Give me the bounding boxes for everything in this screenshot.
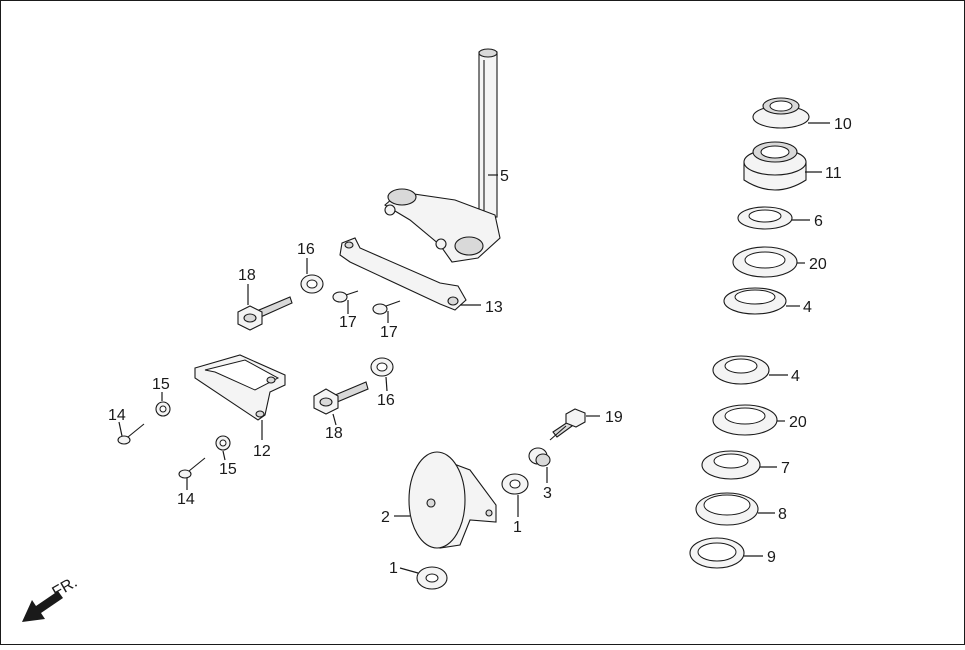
label-part-16-lower: 16 bbox=[377, 392, 395, 409]
label-part-17-a: 17 bbox=[339, 314, 357, 331]
label-part-20-lower: 20 bbox=[789, 414, 807, 431]
horn bbox=[408, 451, 497, 549]
label-part-20-upper: 20 bbox=[809, 256, 827, 273]
steering-stem bbox=[384, 48, 501, 263]
label-part-18-lower: 18 bbox=[325, 425, 343, 442]
race-4-lower bbox=[712, 355, 770, 385]
bolt-18-upper bbox=[237, 296, 293, 331]
washer-16-lower bbox=[370, 357, 394, 377]
adjusting-nut-10 bbox=[752, 97, 810, 129]
label-part-11: 11 bbox=[825, 165, 842, 182]
washer-1-upper bbox=[501, 473, 529, 495]
bearing-20-upper bbox=[732, 246, 798, 278]
label-part-14-a: 14 bbox=[108, 407, 126, 424]
label-part-4-lower: 4 bbox=[791, 368, 800, 385]
label-part-12: 12 bbox=[253, 443, 271, 460]
bracket-13 bbox=[339, 237, 467, 311]
label-part-4-upper: 4 bbox=[803, 299, 812, 316]
label-part-7: 7 bbox=[781, 460, 790, 477]
label-part-17-b: 17 bbox=[380, 324, 398, 341]
leader-lines bbox=[118, 122, 830, 574]
label-part-3: 3 bbox=[543, 485, 552, 502]
washer-1-lower bbox=[416, 566, 448, 590]
lock-nut-11 bbox=[743, 141, 807, 191]
label-part-8: 8 bbox=[778, 506, 787, 523]
washer-9 bbox=[689, 537, 745, 569]
label-part-18-upper: 18 bbox=[238, 267, 256, 284]
bracket-12 bbox=[194, 354, 286, 421]
screw-14-a bbox=[117, 423, 145, 445]
label-part-15-a: 15 bbox=[152, 376, 170, 393]
race-4-upper bbox=[723, 287, 787, 315]
label-part-9: 9 bbox=[767, 549, 776, 566]
bearing-20-lower bbox=[712, 404, 778, 436]
bolt-18-lower bbox=[313, 381, 369, 415]
label-part-14-b: 14 bbox=[177, 491, 195, 508]
label-part-15-b: 15 bbox=[219, 461, 237, 478]
collar-3 bbox=[528, 447, 551, 467]
label-part-5: 5 bbox=[500, 168, 509, 185]
label-part-1-upper: 1 bbox=[513, 519, 522, 536]
bolt-19 bbox=[549, 408, 586, 441]
dust-seal-8 bbox=[695, 492, 759, 526]
screw-17-a bbox=[332, 290, 359, 303]
label-part-6: 6 bbox=[814, 213, 823, 230]
front-arrow-icon bbox=[22, 591, 63, 622]
label-part-13: 13 bbox=[485, 299, 503, 316]
race-7 bbox=[701, 450, 761, 480]
label-part-1-lower: 1 bbox=[389, 560, 398, 577]
label-part-16-upper: 16 bbox=[297, 241, 315, 258]
washer-15-a bbox=[155, 401, 171, 417]
screw-17-b bbox=[372, 300, 401, 315]
label-part-10: 10 bbox=[834, 116, 852, 133]
label-part-2: 2 bbox=[381, 509, 390, 526]
screw-14-b bbox=[178, 457, 206, 479]
washer-15-b bbox=[215, 435, 231, 451]
washer-16-upper bbox=[300, 274, 324, 294]
race-6 bbox=[737, 206, 793, 230]
label-part-19: 19 bbox=[605, 409, 623, 426]
